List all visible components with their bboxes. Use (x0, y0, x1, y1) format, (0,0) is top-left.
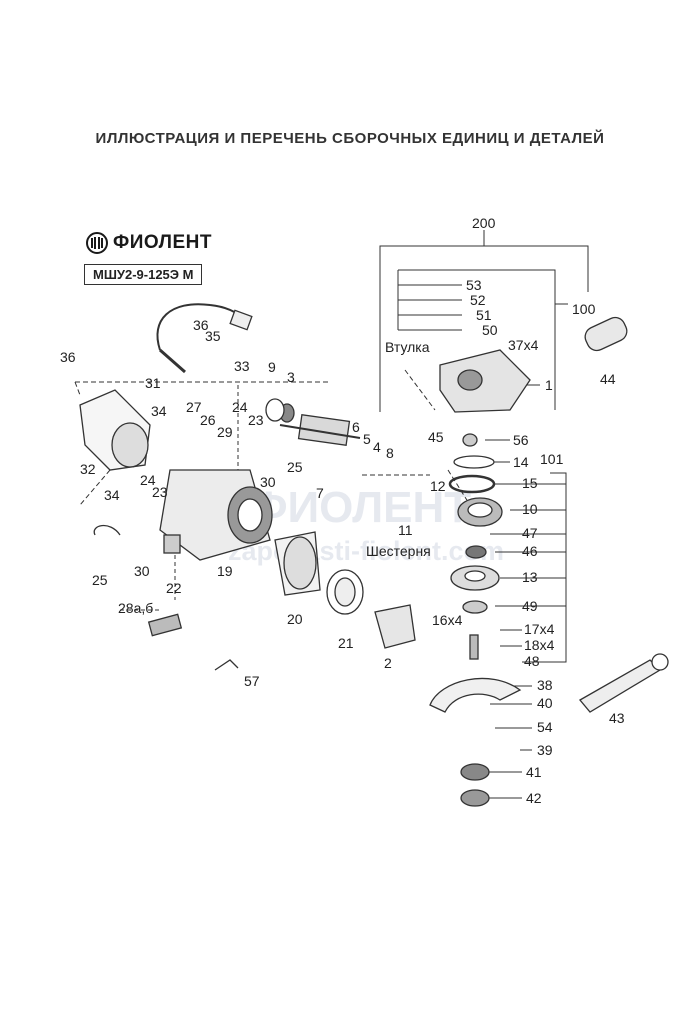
watermark-brand: ФИОЛЕНТ (250, 483, 471, 532)
label-10: 10 (522, 501, 538, 517)
label-43: 43 (609, 710, 625, 726)
label-20: 20 (287, 611, 303, 627)
label-53: 53 (466, 277, 482, 293)
model-label: МШУ2-9-125Э М (84, 264, 203, 285)
label-51: 51 (476, 307, 492, 323)
label-54: 54 (537, 719, 553, 735)
label-49: 49 (522, 598, 538, 614)
label-8: 8 (386, 445, 394, 461)
label-9: 9 (268, 359, 276, 375)
label-17: 17х4 (524, 621, 555, 637)
label-25-left: 25 (92, 572, 108, 588)
label-14: 14 (513, 454, 529, 470)
label-57: 57 (244, 673, 260, 689)
label-15: 15 (522, 475, 538, 491)
label-23-left: 23 (152, 484, 168, 500)
label-101: 101 (540, 451, 564, 467)
label-sleeve: Втулка (385, 339, 430, 355)
label-36-left: 36 (60, 349, 76, 365)
label-30-left: 30 (134, 563, 150, 579)
label-52: 52 (470, 292, 486, 308)
label-38: 38 (537, 677, 553, 693)
label-44: 44 (600, 371, 616, 387)
label-33: 33 (234, 358, 250, 374)
label-3: 3 (287, 369, 295, 385)
label-23-top: 23 (248, 412, 264, 428)
label-39: 39 (537, 742, 553, 758)
label-34-top: 34 (151, 403, 167, 419)
fiolent-logo-icon (86, 232, 108, 254)
label-31: 31 (145, 375, 161, 391)
label-19: 19 (217, 563, 233, 579)
label-46: 46 (522, 543, 538, 559)
leader-lines (74, 230, 589, 799)
label-5: 5 (363, 431, 371, 447)
label-29: 29 (217, 424, 233, 440)
label-gear: Шестерня (366, 543, 431, 559)
label-48: 48 (524, 653, 540, 669)
label-21: 21 (338, 635, 354, 651)
brand-name: ФИОЛЕНТ (113, 232, 213, 253)
label-13: 13 (522, 569, 538, 585)
label-18: 18х4 (524, 637, 555, 653)
part-labels: 200 100 53 52 51 50 Втулка 37х4 1 44 45 … (60, 215, 625, 806)
label-24-top: 24 (232, 399, 248, 415)
label-2: 2 (384, 655, 392, 671)
label-30-top: 30 (260, 474, 276, 490)
page-title: ИЛЛЮСТРАЦИЯ И ПЕРЕЧЕНЬ СБОРОЧНЫХ ЕДИНИЦ … (95, 130, 605, 147)
label-7: 7 (316, 485, 324, 501)
label-50: 50 (482, 322, 498, 338)
label-32: 32 (80, 461, 96, 477)
label-22: 22 (166, 580, 182, 596)
part-drawings (79, 303, 669, 807)
label-28: 28а,б (118, 600, 153, 616)
label-47: 47 (522, 525, 538, 541)
label-45: 45 (428, 429, 444, 445)
label-11: 11 (398, 522, 413, 538)
label-27: 27 (186, 399, 202, 415)
label-25-top: 25 (287, 459, 303, 475)
label-1: 1 (545, 377, 553, 393)
label-100: 100 (572, 301, 596, 317)
watermark-site: zapchasti-fiolent.com (228, 536, 504, 566)
label-26: 26 (200, 412, 216, 428)
label-36-top: 36 (193, 317, 209, 333)
label-16: 16х4 (432, 612, 463, 628)
label-40: 40 (537, 695, 553, 711)
label-41: 41 (526, 764, 542, 780)
label-12: 12 (430, 478, 446, 494)
label-35: 35 (205, 328, 221, 344)
label-24-left: 24 (140, 472, 156, 488)
label-42: 42 (526, 790, 542, 806)
label-4: 4 (373, 439, 381, 455)
label-200: 200 (472, 215, 496, 231)
brand-logo: ФИОЛЕНТ (86, 232, 212, 254)
label-37: 37х4 (508, 337, 539, 353)
label-34-left: 34 (104, 487, 120, 503)
label-56: 56 (513, 432, 529, 448)
label-6: 6 (352, 419, 360, 435)
